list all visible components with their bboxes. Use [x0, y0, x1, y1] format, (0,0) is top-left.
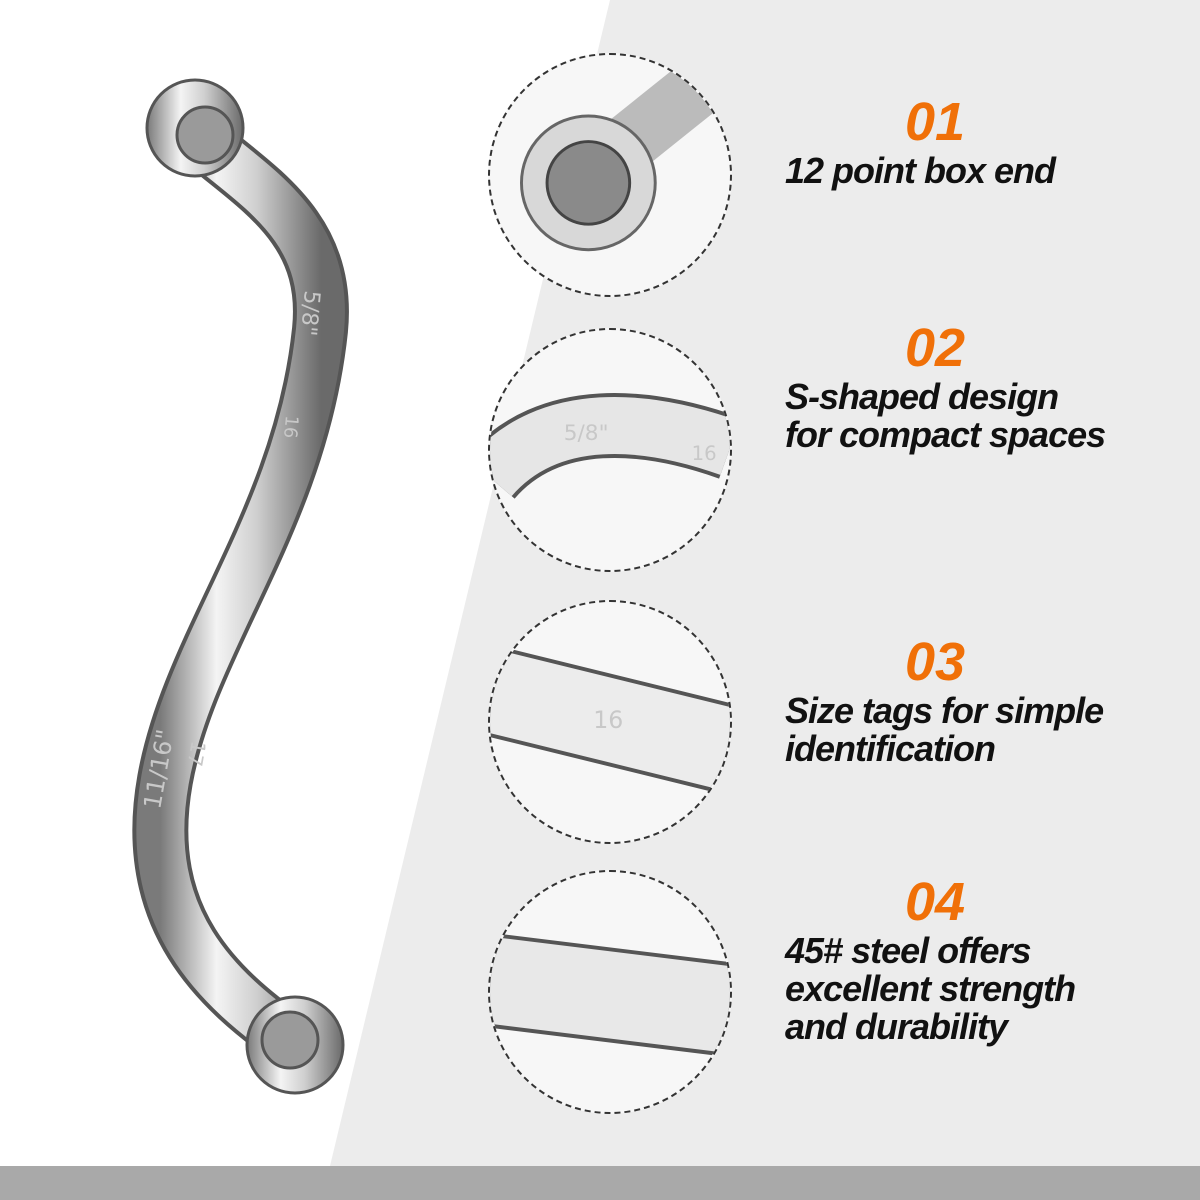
feature-number: 02 [905, 318, 966, 378]
feature-04: 04 45# steel offers excellent strength a… [785, 872, 1185, 1046]
feature-label-line: and durability [785, 1006, 1008, 1047]
engraving-16: 16 [279, 415, 302, 440]
feature-label-line: for compact spaces [785, 414, 1106, 455]
tag-16: 16 [692, 442, 717, 465]
box-end-closeup [520, 55, 730, 252]
tag-5-8: 5/8" [564, 421, 609, 446]
engraving-5-8: 5/8" [295, 289, 324, 337]
s-shape-closeup: 5/8" 16 [490, 393, 730, 500]
detail-circle-box-end [488, 53, 732, 297]
feature-number: 01 [905, 92, 966, 152]
steel-closeup [490, 933, 730, 1057]
feature-01: 01 12 point box end [785, 92, 1185, 190]
feature-label-line: identification [785, 728, 996, 769]
detail-circle-steel [488, 870, 732, 1114]
bottom-bar [0, 1166, 1200, 1200]
tag-16-large: 16 [593, 706, 623, 734]
detail-circle-size-tag: 16 [488, 600, 732, 844]
feature-label-line: 45# steel offers [785, 930, 1032, 971]
feature-number: 04 [905, 872, 966, 932]
feature-label-line: S-shaped design [785, 376, 1059, 417]
feature-label-line: Size tags for simple [785, 690, 1104, 731]
detail-circle-s-shape: 5/8" 16 [488, 328, 732, 572]
feature-label-line: excellent strength [785, 968, 1076, 1009]
feature-03: 03 Size tags for simple identification [785, 632, 1185, 768]
engraving-17: 17 [183, 739, 211, 768]
feature-number: 03 [905, 632, 966, 692]
size-tag-closeup: 16 [490, 646, 730, 794]
feature-02: 02 S-shaped design for compact spaces [785, 318, 1185, 454]
feature-label: 12 point box end [785, 150, 1056, 191]
